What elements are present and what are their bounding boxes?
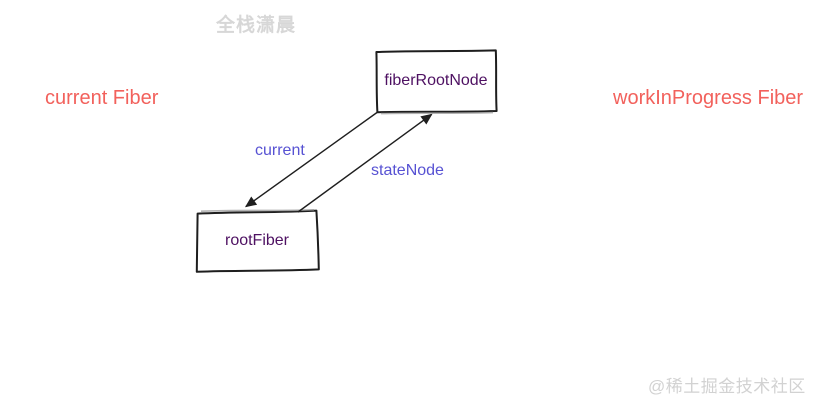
fiberrootnode-box-shape [375,49,498,114]
watermark-top: 全栈潇晨 [216,15,297,36]
rootfiber-box-shape [195,209,320,273]
edge-label-current: current [255,142,305,159]
edge-current-arrow [244,111,378,208]
watermark-bottom: @稀土掘金技术社区 [648,377,806,396]
edge-label-statenode: stateNode [371,162,444,179]
current-fiber-annotation: current Fiber [45,87,159,109]
edge-statenode-arrow [297,113,433,213]
fiberrootnode-sketch-accent [380,111,494,115]
workinprogress-fiber-annotation: workInProgress Fiber [613,87,804,109]
rootfiber-sketch-accent [200,209,315,212]
